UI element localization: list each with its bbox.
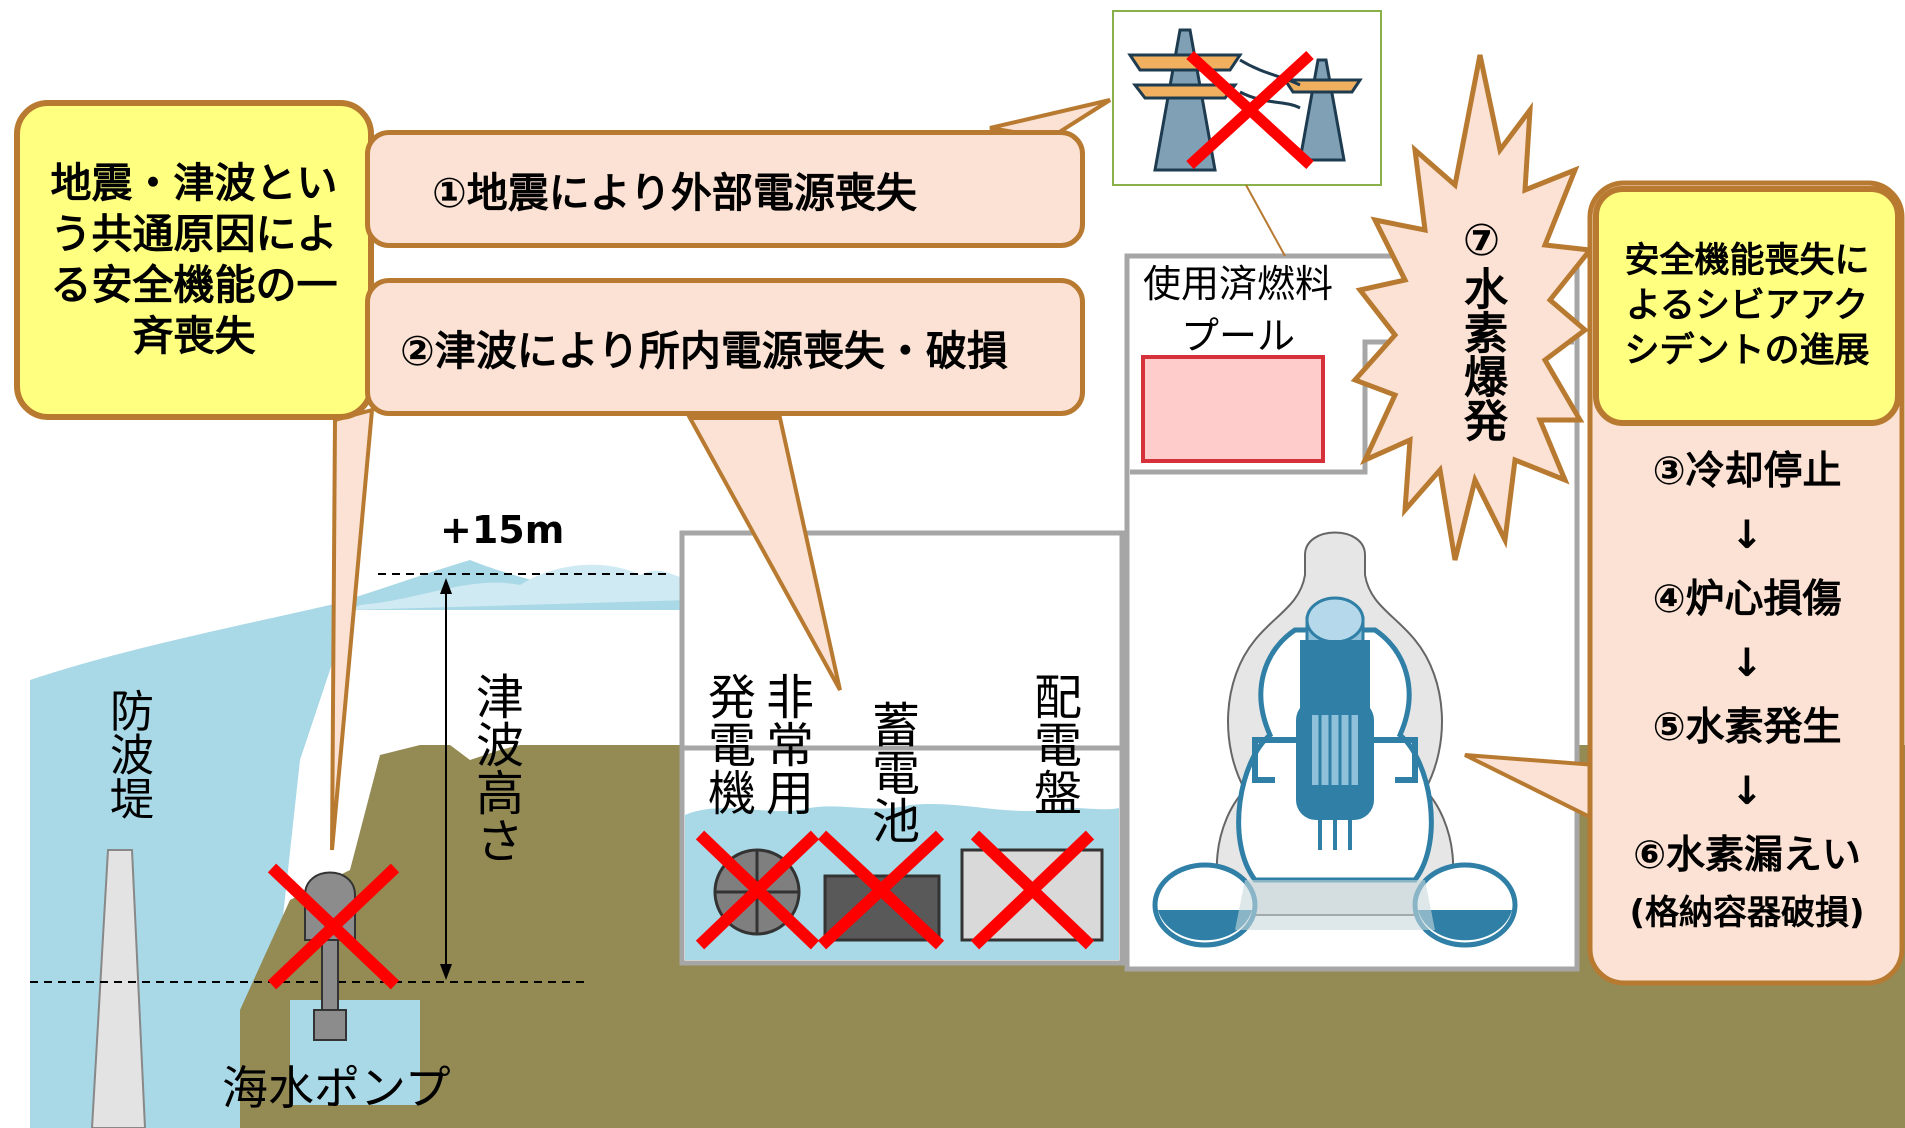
emergency-generator-label: 非常用発電機 (699, 672, 813, 816)
progress-arrow: ↓ (1730, 641, 1764, 686)
common-cause-text: 地震・津波という共通原因による安全機能の一斉喪失 (50, 159, 338, 360)
breakwater-pillar (90, 849, 147, 1128)
progress-arrow: ↓ (1730, 513, 1764, 558)
explosion-burst (1350, 54, 1595, 561)
pump-pit-water (290, 1000, 420, 1105)
progress-arrow: ↓ (1730, 769, 1764, 814)
switchboard-label: 配電盤 (1025, 672, 1081, 816)
seawater-pump-shaft (321, 939, 339, 1011)
step1-callout: ①地震により外部電源喪失 (365, 130, 1085, 248)
tsunami-height-value: +15m (440, 508, 565, 552)
progress-step-note: (格納容器破損) (1629, 893, 1865, 933)
seawater-pump-base (313, 1009, 347, 1041)
cross-icon (267, 863, 400, 990)
accident-progress-title-box: 安全機能喪失によるシビアアクシデントの進展 (1593, 186, 1901, 426)
step2-text: ②津波により所内電源喪失・破損 (400, 327, 1008, 375)
cross-icon (1186, 50, 1314, 170)
height-arrow-down (440, 964, 452, 980)
step2-callout: ②津波により所内電源喪失・破損 (365, 278, 1085, 416)
spent-fuel-pool (1141, 355, 1325, 463)
step2-pointer (686, 416, 842, 691)
tsunami-water (30, 560, 690, 1128)
cause-pointer (330, 407, 375, 851)
progress-step: ⑥水素漏えい (1632, 833, 1862, 878)
progress-step: ③冷却停止 (1652, 449, 1842, 494)
breakwater-label: 防波堤 (102, 688, 153, 820)
seawater-pump-label: 海水ポンプ (222, 1061, 451, 1115)
accident-progress-title: 安全機能喪失によるシビアアクシデントの進展 (1624, 240, 1870, 371)
common-cause-box: 地震・津波という共通原因による安全機能の一斉喪失 (14, 100, 374, 420)
step1-text: ①地震により外部電源喪失 (432, 169, 917, 217)
tsunami-height-label: 津波高さ (467, 672, 523, 864)
transmission-tower-icon (1127, 28, 1363, 172)
tsunami-wave-crest (350, 564, 690, 610)
height-arrow-up (440, 578, 452, 594)
reactor-containment (1152, 531, 1518, 948)
battery-label: 蓄電池 (863, 700, 919, 844)
spent-fuel-pool-label: 使用済燃料プール (1142, 262, 1333, 358)
progress-step: ⑤水素発生 (1652, 705, 1842, 750)
progress-step: ④炉心損傷 (1652, 577, 1842, 622)
power-connector-line (1245, 184, 1286, 257)
accident-progress-steps: ③冷却停止 ↓ ④炉心損傷 ↓ ⑤水素発生 ↓ ⑥水素漏えい (格納容器破損) (1593, 440, 1901, 938)
explosion-label: ⑦水素爆発 (1456, 215, 1507, 442)
cross-icon (695, 830, 1095, 950)
